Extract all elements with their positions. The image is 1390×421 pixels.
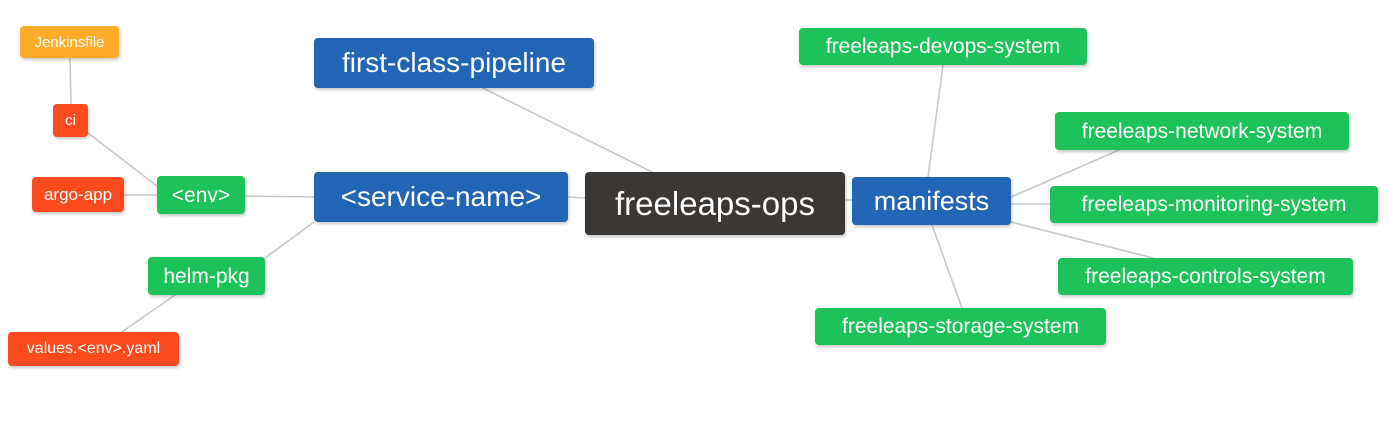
- edge-first-class-pipeline-to-freeleaps-ops: [482, 87, 653, 173]
- node-ci[interactable]: ci: [53, 104, 88, 137]
- node-freeleaps-controls-system[interactable]: freeleaps-controls-system: [1058, 258, 1353, 295]
- node-freeleaps-devops-system[interactable]: freeleaps-devops-system: [799, 28, 1087, 65]
- edge-service-name-to-freeleaps-ops: [567, 196, 586, 199]
- node-freeleaps-monitoring-system[interactable]: freeleaps-monitoring-system: [1050, 186, 1378, 223]
- edge-jenkinsfile-to-ci: [69, 57, 72, 105]
- node-freeleaps-network-system[interactable]: freeleaps-network-system: [1055, 112, 1349, 150]
- node-manifests[interactable]: manifests: [852, 177, 1011, 225]
- node-freeleaps-ops[interactable]: freeleaps-ops: [585, 172, 845, 235]
- edge-helm-pkg-to-values-yaml: [121, 294, 176, 333]
- edge-manifests-to-freeleaps-controls-system: [1010, 221, 1154, 259]
- node-first-class-pipeline[interactable]: first-class-pipeline: [314, 38, 594, 88]
- node-argo-app[interactable]: argo-app: [32, 177, 124, 212]
- edge-env-to-service-name: [244, 195, 315, 198]
- node-values-yaml[interactable]: values.<env>.yaml: [8, 332, 179, 366]
- node-service-name[interactable]: <service-name>: [314, 172, 568, 222]
- edge-manifests-to-freeleaps-storage-system: [931, 224, 963, 309]
- edge-manifests-to-freeleaps-devops-system: [927, 64, 944, 178]
- node-helm-pkg[interactable]: helm-pkg: [148, 257, 265, 295]
- node-freeleaps-storage-system[interactable]: freeleaps-storage-system: [815, 308, 1106, 345]
- node-env[interactable]: <env>: [157, 176, 245, 214]
- edge-service-name-to-helm-pkg: [264, 221, 315, 259]
- node-jenkinsfile[interactable]: Jenkinsfile: [20, 26, 119, 58]
